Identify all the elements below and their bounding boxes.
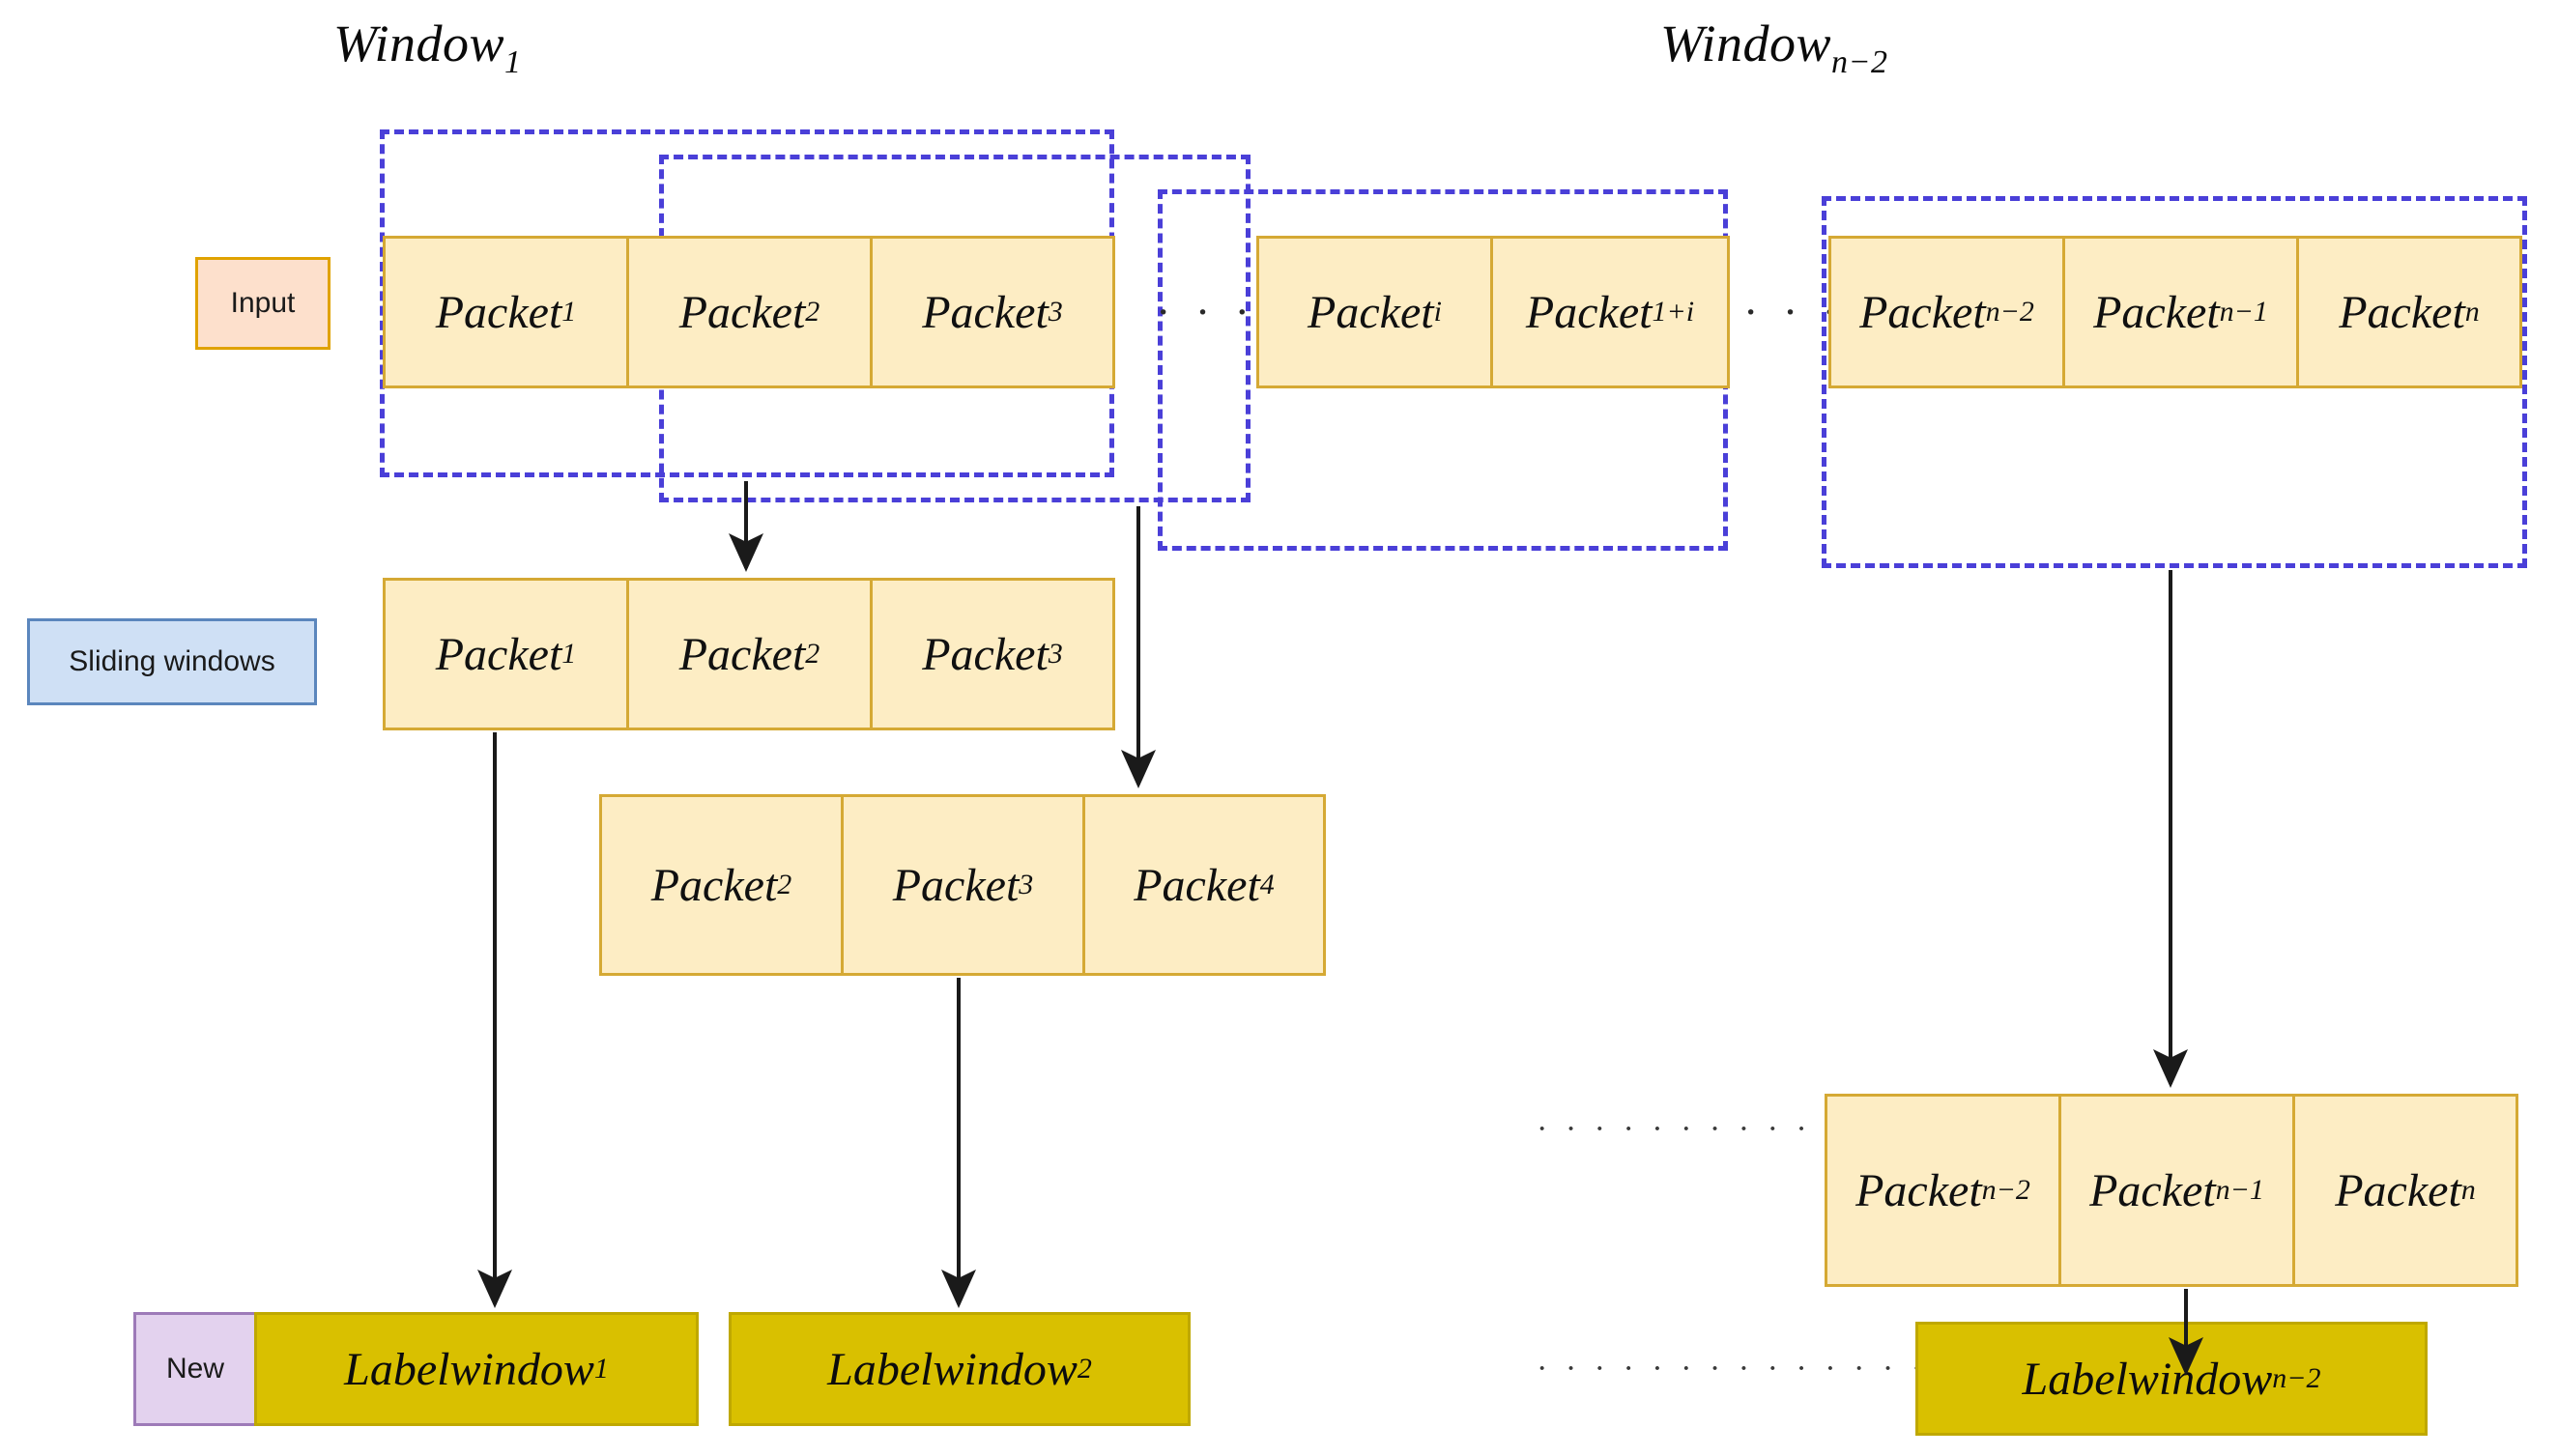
packet-sub: 2 — [805, 638, 820, 670]
packet-base: Packet — [1855, 1164, 1982, 1216]
packet-sub: 3 — [1048, 638, 1063, 670]
window-title-last-sub: n−2 — [1831, 43, 1888, 80]
labelwindow-base: Labelwindow — [827, 1343, 1078, 1395]
packet-sub: 3 — [1019, 869, 1034, 900]
packet-base: Packet — [2089, 1164, 2216, 1216]
packet-sub: 1 — [561, 296, 577, 328]
bottom-labels-ellipsis: · · · · · · · · · · · · · · — [1537, 1351, 1928, 1386]
window-title-first: Window1 — [333, 14, 522, 81]
packet-base: Packet — [435, 286, 562, 338]
packet-base: Packet — [1308, 286, 1434, 338]
packet-sub: n−2 — [1985, 296, 2034, 328]
packet-base: Packet — [2093, 286, 2220, 338]
packet-base: Packet — [650, 859, 778, 911]
packet-sub: n−1 — [2219, 296, 2268, 328]
packet-sub: 3 — [1048, 296, 1063, 328]
window-title-first-sub: 1 — [504, 43, 522, 80]
packet-sub: n−1 — [2215, 1174, 2264, 1206]
packet-base: Packet — [1525, 286, 1653, 338]
packet-base: Packet — [678, 628, 806, 680]
new-label-text: New — [165, 1353, 224, 1385]
packet-sub: n−2 — [1981, 1174, 2030, 1206]
labelwindow-base: Labelwindow — [2022, 1353, 2273, 1405]
input-label-text: Input — [230, 287, 296, 319]
packet-base: Packet — [678, 286, 806, 338]
sliding-windows-label-text: Sliding windows — [69, 645, 275, 677]
packet-base: Packet — [1134, 859, 1260, 911]
packet-base: Packet — [2339, 286, 2465, 338]
packet-sub: 4 — [1259, 869, 1275, 900]
window-title-last-base: Window — [1660, 14, 1832, 72]
packet-base: Packet — [1859, 286, 1986, 338]
window-title-last: Windown−2 — [1660, 14, 1887, 81]
labelwindow-sub: 1 — [593, 1353, 609, 1385]
packet-base: Packet — [922, 286, 1049, 338]
packet-base: Packet — [892, 859, 1020, 911]
input-label: Input — [195, 257, 331, 350]
packet-sub: 2 — [805, 296, 820, 328]
new-label: New — [133, 1312, 254, 1426]
packet-sub: i — [1433, 296, 1442, 328]
packet-base: Packet — [435, 628, 562, 680]
packet-sub: 1+i — [1652, 296, 1695, 328]
sliding-windows-label: Sliding windows — [27, 618, 317, 705]
window-title-first-base: Window — [333, 14, 505, 72]
packet-sub: n — [2464, 296, 2480, 328]
packet-base: Packet — [2335, 1164, 2461, 1216]
packet-base: Packet — [922, 628, 1049, 680]
packet-sub: 1 — [561, 638, 577, 670]
labelwindow-base: Labelwindow — [344, 1343, 594, 1395]
packet-sub: n — [2460, 1174, 2476, 1206]
labelwindow-sub: 2 — [1077, 1353, 1092, 1385]
packet-sub: 2 — [777, 869, 792, 900]
labelwindow-sub: n−2 — [2272, 1362, 2321, 1394]
